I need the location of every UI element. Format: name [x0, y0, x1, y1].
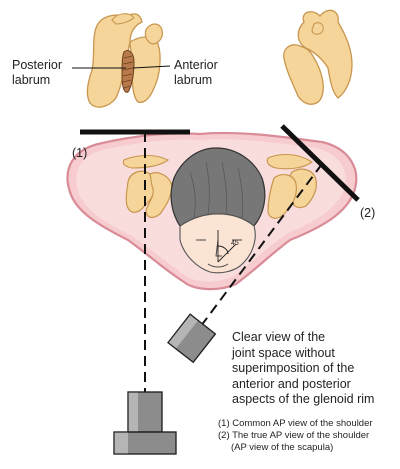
description-line-2: joint space without [232, 345, 335, 360]
left-humerus [125, 170, 156, 213]
true-ap-shoulder-illustration [283, 9, 353, 105]
anterior-labrum-label-line2: labrum [174, 73, 213, 87]
scapula-right [297, 9, 353, 99]
coracoid-right [311, 22, 324, 35]
description-line-1: Clear view of the [232, 330, 326, 344]
acromion [111, 13, 135, 25]
anterior-labrum-label: Anterior labrum [174, 58, 218, 88]
shoulder-joint-illustration [72, 13, 171, 108]
coracoid-process [144, 23, 163, 45]
xray-tube-1-base-shade [114, 432, 128, 454]
marker-1-label: (1) [72, 146, 88, 160]
posterior-labrum-label: Posterior labrum [12, 58, 62, 88]
xray-tube-2 [167, 313, 217, 364]
marker-2-label: (2) [360, 206, 376, 220]
angle-arc [217, 230, 237, 263]
posterior-labrum-label-line2: labrum [12, 73, 51, 87]
hair-strands [189, 161, 244, 219]
xray-tube-2-outline [167, 313, 217, 364]
description-text: Clear view of the joint space without su… [232, 330, 374, 408]
right-clavicle [266, 153, 313, 170]
glenoid [129, 36, 161, 104]
labrum-hatching [122, 55, 134, 89]
beam-2 [191, 163, 323, 339]
xray-tube-1-base-outline [113, 431, 177, 455]
face-features [196, 239, 242, 268]
legend-line-2: (2) The true AP view of the shoulder [218, 430, 370, 441]
film-plate-2 [280, 124, 360, 202]
posterior-labrum-label-line1: Posterior [12, 58, 63, 72]
humeral-head-right [283, 44, 324, 105]
description-line-5: aspects of the glenoid rim [232, 392, 375, 406]
left-scapula [145, 172, 173, 219]
legend-line-1: (1) Common AP view of the shoulder [218, 418, 373, 429]
anterior-labrum-label-line1: Anterior [174, 58, 218, 72]
description-line-4: anterior and posterior [232, 376, 351, 391]
left-clavicle [122, 154, 170, 169]
xray-tube-1 [113, 391, 177, 455]
legend-line-3: (AP view of the scapula) [231, 442, 334, 453]
description-line-3: superimposition of the [232, 361, 355, 375]
legend: (1) Common AP view of the shoulder (2) T… [218, 418, 373, 454]
xray-tube-1-head-shade [128, 392, 138, 432]
xray-tube-2-face [168, 314, 199, 349]
head-angle-label: 45 [231, 240, 239, 247]
anterior-labrum-leader [132, 65, 171, 69]
